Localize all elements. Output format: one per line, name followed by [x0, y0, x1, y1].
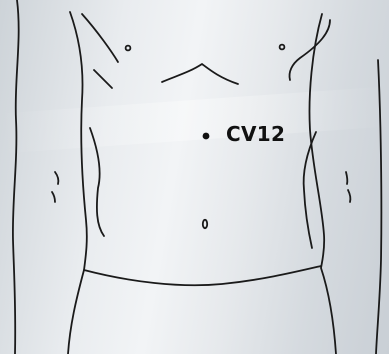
left-torso-outline: [68, 12, 87, 354]
left-flank-tick: [55, 172, 58, 184]
left-chest-mark: [94, 70, 112, 88]
right-shoulder-curve: [289, 20, 330, 80]
left-arm-outline: [13, 0, 19, 354]
left-nipple: [126, 46, 131, 51]
chest-notch: [162, 64, 238, 84]
right-rib-line: [304, 132, 316, 248]
right-nipple: [280, 45, 285, 50]
light-glare: [0, 86, 389, 153]
neck-curve: [82, 14, 118, 62]
navel: [203, 220, 207, 228]
acupoint-marker: [203, 133, 210, 140]
right-flank-tick: [346, 172, 347, 184]
right-torso-outline: [310, 14, 337, 354]
left-flank-tick-2: [52, 192, 55, 202]
waist-line: [84, 266, 321, 285]
right-flank-tick-2: [348, 190, 350, 202]
acupoint-label: CV12: [226, 124, 285, 144]
